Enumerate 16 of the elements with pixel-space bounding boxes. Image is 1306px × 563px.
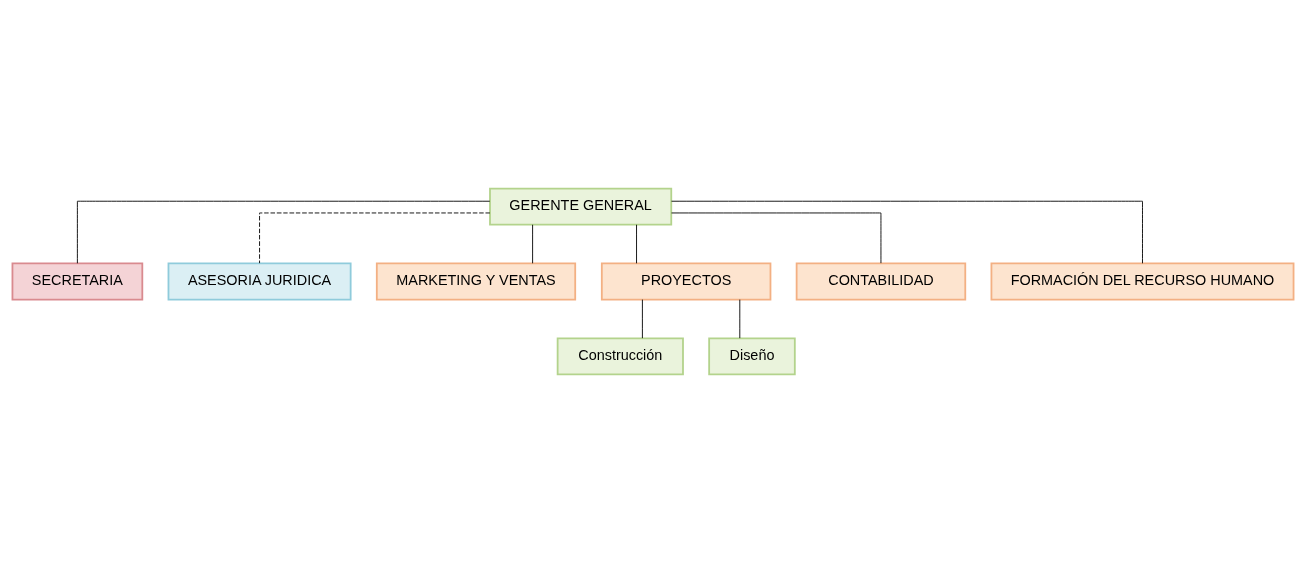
node-box: Diseño [708,337,796,376]
node-box: MARKETING Y VENTAS [375,262,577,301]
node-box: FORMACIÓN DEL RECURSO HUMANO [990,262,1295,301]
connector [641,299,643,339]
connector [739,299,741,339]
node-box: Construcción [556,337,684,376]
connector [671,200,1143,264]
node-box: SECRETARIA [11,262,144,301]
node-box: GERENTE GENERAL [489,187,673,226]
connector [76,200,491,264]
connector [636,224,637,264]
node-box: PROYECTOS [600,262,772,301]
node-box: CONTABILIDAD [795,262,967,301]
node-box: ASESORIA JURIDICA [167,262,352,301]
connector [532,224,534,264]
connector [259,212,491,264]
